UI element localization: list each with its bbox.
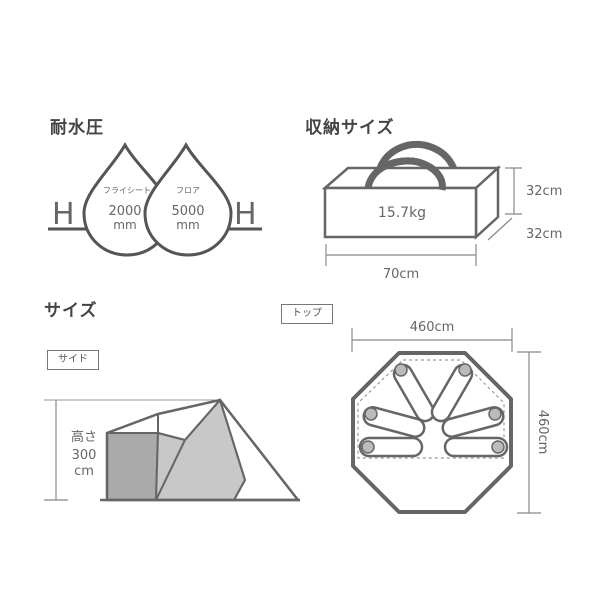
water-resistance-title: 耐水圧 <box>50 118 104 138</box>
floor-drop <box>143 141 233 257</box>
tent-side-view: 高さ 300 cm <box>44 397 301 502</box>
bag-front <box>323 186 478 239</box>
right-h-letter: H <box>234 197 257 232</box>
sleeping-bag-heads <box>361 363 505 454</box>
bag-depth: 32cm <box>526 227 562 242</box>
water-drop-diagram: H H フライシート 2000 mm フロア 5000 mm <box>48 141 262 257</box>
sleeping-bags <box>358 363 509 458</box>
bag-weight: 15.7kg <box>378 205 426 221</box>
packed-bag-diagram: 15.7kg 70cm 32cm 32cm <box>321 140 562 282</box>
side-height-value: 300 <box>72 448 97 463</box>
side-height-label: 高さ <box>71 429 97 445</box>
side-height-unit: cm <box>74 464 94 479</box>
top-width: 460cm <box>410 320 455 335</box>
top-view-tag: トップ <box>281 304 333 324</box>
floor-value: 5000 <box>171 204 204 219</box>
tent-top-view: 460cm 460cm <box>351 320 550 514</box>
floor-unit: mm <box>176 218 199 232</box>
fly-sheet-value: 2000 <box>108 204 141 219</box>
side-view-tag: サイド <box>47 350 99 370</box>
tent-floor-octagon <box>351 351 513 514</box>
fly-sheet-label: フライシート <box>103 186 151 195</box>
fly-sheet-unit: mm <box>113 218 136 232</box>
bag-height: 32cm <box>526 184 562 199</box>
left-h-letter: H <box>52 197 75 232</box>
bag-width: 70cm <box>383 267 419 282</box>
floor-label: フロア <box>176 186 200 195</box>
packed-size-title: 収納サイズ <box>305 118 395 138</box>
top-depth: 460cm <box>535 410 550 455</box>
size-title: サイズ <box>44 301 98 321</box>
